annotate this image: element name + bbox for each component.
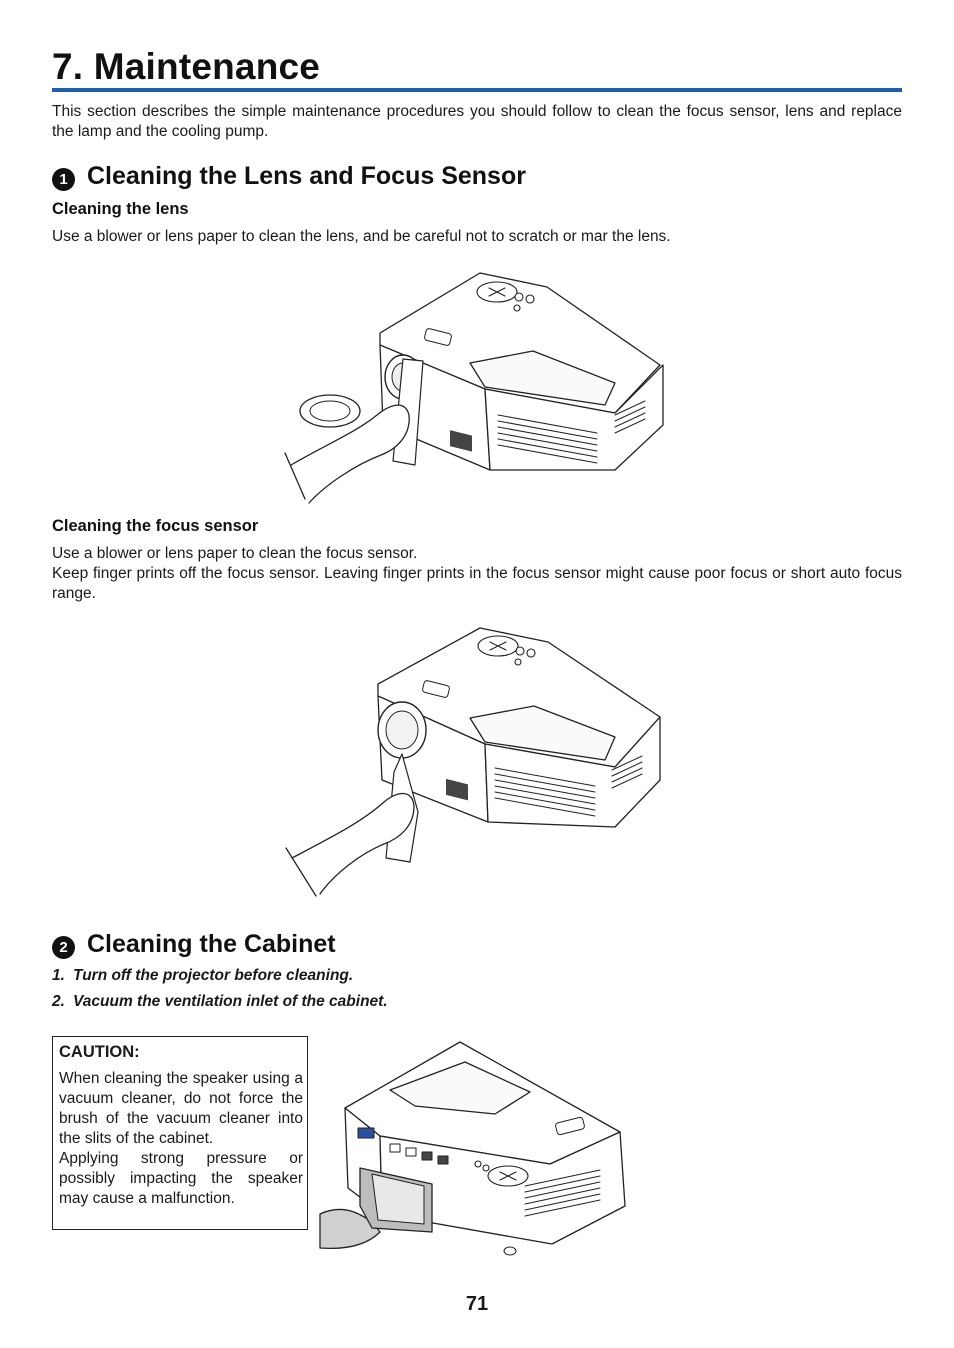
section1-heading: 1 Cleaning the Lens and Focus Sensor [52,162,526,191]
section1-number-badge: 1 [52,167,75,191]
step-1-text: Turn off the projector before cleaning. [73,967,354,984]
page-title: 7. Maintenance [52,46,321,87]
step-2-text: Vacuum the ventilation inlet of the cabi… [73,993,388,1010]
cabinet-vacuum-illustration [319,1041,626,1256]
lens-text: Use a blower or lens paper to clean the … [52,228,671,245]
step-2: 2. Vacuum the ventilation inlet of the ca… [52,993,388,1011]
caution-box: CAUTION: When cleaning the speaker using… [52,1036,308,1230]
lens-cleaning-illustration [284,272,664,504]
sensor-text-line1: Use a blower or lens paper to clean the … [52,545,418,562]
step-1: 1. Turn off the projector before cleaning… [52,967,353,985]
caution-text: When cleaning the speaker using a vacuum… [59,1069,303,1209]
caution-title: CAUTION: [59,1043,140,1061]
intro-text: This section describes the simple mainte… [52,103,902,140]
section2-heading-text: Cleaning the Cabinet [87,930,336,958]
step-1-number: 1. [52,967,65,984]
sensor-text-line2: Keep finger prints off the focus sensor.… [52,565,902,602]
caution-text-1: When cleaning the speaker using a vacuum… [59,1070,303,1147]
section1-heading-text: Cleaning the Lens and Focus Sensor [87,162,526,190]
step-2-number: 2. [52,993,65,1010]
title-rule [52,88,902,92]
focus-sensor-cleaning-illustration [285,627,661,897]
sensor-subheading: Cleaning the focus sensor [52,517,259,535]
lens-subheading: Cleaning the lens [52,200,189,218]
section2-heading: 2 Cleaning the Cabinet [52,930,336,959]
page-number: 71 [465,1293,489,1315]
caution-text-2: Applying strong pressure or possibly imp… [59,1150,303,1207]
section2-number-badge: 2 [52,935,75,959]
